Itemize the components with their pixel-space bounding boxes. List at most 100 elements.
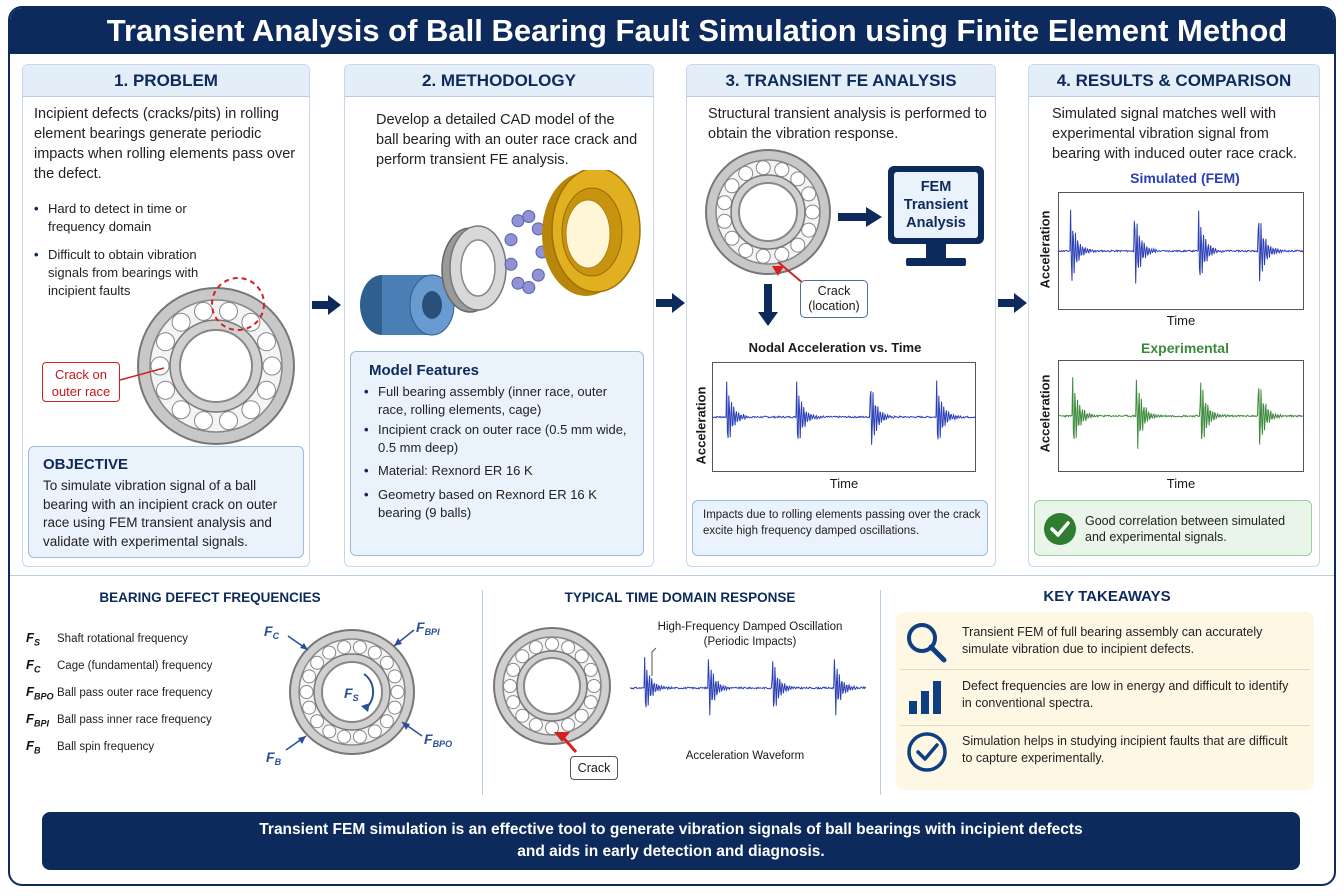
td-crack-label: Crack [570,756,618,780]
monitor-icon: FEM Transient Analysis [888,166,984,244]
fc-sub: C [33,664,41,675]
bearing-ball [322,645,337,660]
monitor-text-1: FEM [920,179,952,195]
panel-results: 4. RESULTS & COMPARISON [1028,64,1320,567]
bearing-ball [241,312,261,332]
bearing-ball [738,243,754,258]
fe-chart-title: Nodal Acceleration vs. Time [748,340,922,355]
footer-banner: Transient FEM simulation is an effective… [42,812,1300,870]
bearing-ball [545,637,559,651]
svg-text:FB: FB [266,749,282,767]
panel-fe-heading: 3. TRANSIENT FE ANALYSIS [687,65,995,97]
cad-ball [504,233,518,247]
bearing-ball [387,669,402,684]
bearing-ball [337,729,352,744]
time-domain-bearing [493,627,611,745]
fe-bearing-graphic [705,149,831,276]
td-waveform-label: Acceleration Waveform [685,750,805,762]
crack-label-box: Crack on outer race [42,362,120,402]
exp-signal-series [1058,377,1304,449]
cad-ball [531,268,545,282]
exp-title: Experimental [1141,340,1229,356]
bearing-ball [587,679,601,693]
svg-text:FC: FC [264,623,280,641]
bearing-ball [506,662,521,677]
bearing-ball [219,411,238,431]
exp-chart [1058,360,1304,472]
bearing-ball [724,178,740,194]
fe-xlabel: Time [829,476,859,491]
td-crack-pointer [558,733,578,753]
bearing-ball [262,356,282,376]
exp-ylabel-wrap: Acceleration [1036,370,1054,460]
bearing-ball [755,248,771,264]
sim-ylabel: Acceleration [1037,210,1053,289]
fe-crack-label: Crack (location) [800,280,868,318]
bearing-ball [755,160,771,176]
objective-title: OBJECTIVE [43,456,129,473]
bearing-ball [194,411,213,431]
fbpi-main: F [26,711,34,726]
takeaway-1: Transient FEM of full bearing assembly c… [962,625,1263,656]
bearing-ball [503,679,517,693]
bearing-ball [156,380,175,400]
check-circle-icon [1044,513,1076,545]
arrow-right-2 [656,293,685,313]
arrow-to-monitor [838,207,882,227]
defect-freq-heading: BEARING DEFECT FREQUENCIES [99,590,321,605]
svg-text:FBPI: FBPI [416,619,440,637]
takeaway-3: Simulation helps in studying incipient f… [962,734,1288,765]
bar-chart-icon [909,681,941,714]
check-outline-icon [907,732,947,772]
bearing-ball [171,312,191,332]
feature-item-1: Full bearing assembly (inner race, outer… [364,383,634,419]
fe-note-text: Impacts due to rolling elements passing … [703,509,981,537]
bearing-ball [390,685,405,699]
rolling-elements-part [504,210,549,294]
bearing-ball [801,222,817,238]
arrow-down-fe [758,284,778,326]
fs-sub: S [33,637,40,648]
monitor-screen: FEM Transient Analysis [894,172,978,238]
objective-box: OBJECTIVE To simulate vibration signal o… [28,446,304,558]
fb-sub: B [33,745,41,756]
bearing-ball [528,640,543,655]
bearing-ball [337,640,352,655]
fe-crack-label-2: (location) [808,299,860,313]
bearing-ball [583,695,598,710]
defect-diagram-balls [299,640,405,744]
monitor-base [906,258,966,266]
td-label-1: High-Frequency Damped Oscillation [657,621,843,633]
results-note-text: Good correlation between simulated and e… [1085,514,1286,544]
freq-desc-fs: Shaft rotational frequency [57,633,189,645]
bearing-ball [352,729,367,744]
cad-ball [511,214,525,228]
monitor-text-2: Transient [903,197,969,213]
fe-ylabel-wrap: Acceleration [692,382,710,472]
bearing-ball [717,213,732,229]
crack-label-line-1: Crack on [54,367,108,382]
problem-bearing-graphic [137,277,295,445]
crack-pointer [119,367,165,381]
freq-desc-fb: Ball spin frequency [57,741,155,753]
bearing-ball [801,186,817,202]
bearing-ball [310,655,325,670]
sim-title: Simulated (FEM) [1130,170,1240,186]
cad-ball [522,210,536,223]
bearing-ball [367,645,382,660]
cad-ball [511,276,525,290]
bearing-ball [774,246,790,262]
bearing-ball [257,380,276,400]
problem-bullet-2: Difficult to obtain vibration signals fr… [34,246,214,300]
magnifier-icon [907,623,947,663]
bearing-ball [583,662,598,677]
exp-xlabel: Time [1166,476,1196,491]
panel-methodology-heading: 2. METHODOLOGY [345,65,653,97]
freq-sym-fb: FB [26,738,40,756]
bearing-ball [194,301,213,321]
fs-main: F [26,630,34,645]
exp-ylabel: Acceleration [1037,374,1053,453]
bearing-ball [352,640,367,655]
bearing-ball [515,649,530,664]
fe-intro: Structural transient analysis is perform… [708,106,987,142]
